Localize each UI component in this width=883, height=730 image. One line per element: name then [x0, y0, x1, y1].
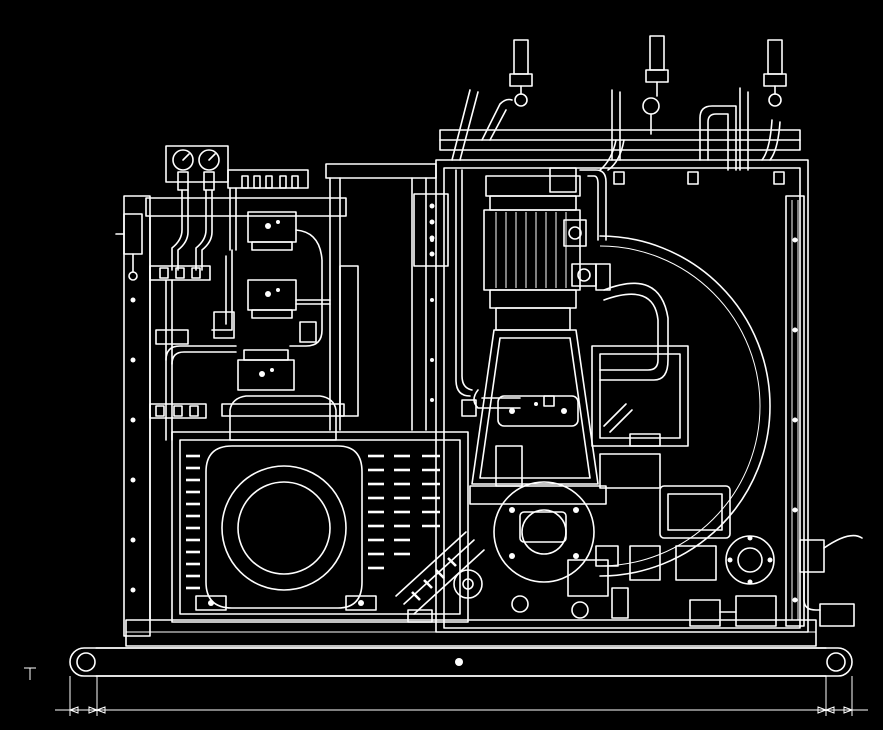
separator-tank	[591, 345, 689, 447]
top-valve-1	[509, 39, 533, 107]
dimension-lines	[24, 667, 868, 716]
compressor-block	[453, 167, 607, 613]
side-control-unit	[413, 169, 473, 397]
top-valve-2	[642, 35, 669, 135]
discharge-pipe	[579, 169, 669, 381]
main-frame	[123, 129, 809, 637]
cooling-piping	[451, 35, 787, 185]
flywheel-guard	[599, 235, 771, 577]
lower-valves	[567, 403, 863, 627]
electric-motor	[171, 395, 469, 623]
interstage-valves	[165, 211, 359, 441]
gauge-panel	[165, 145, 309, 271]
manifold-row	[149, 265, 211, 419]
top-valve-3	[763, 39, 787, 107]
air-filter	[115, 213, 143, 281]
belt-drive	[395, 531, 485, 623]
